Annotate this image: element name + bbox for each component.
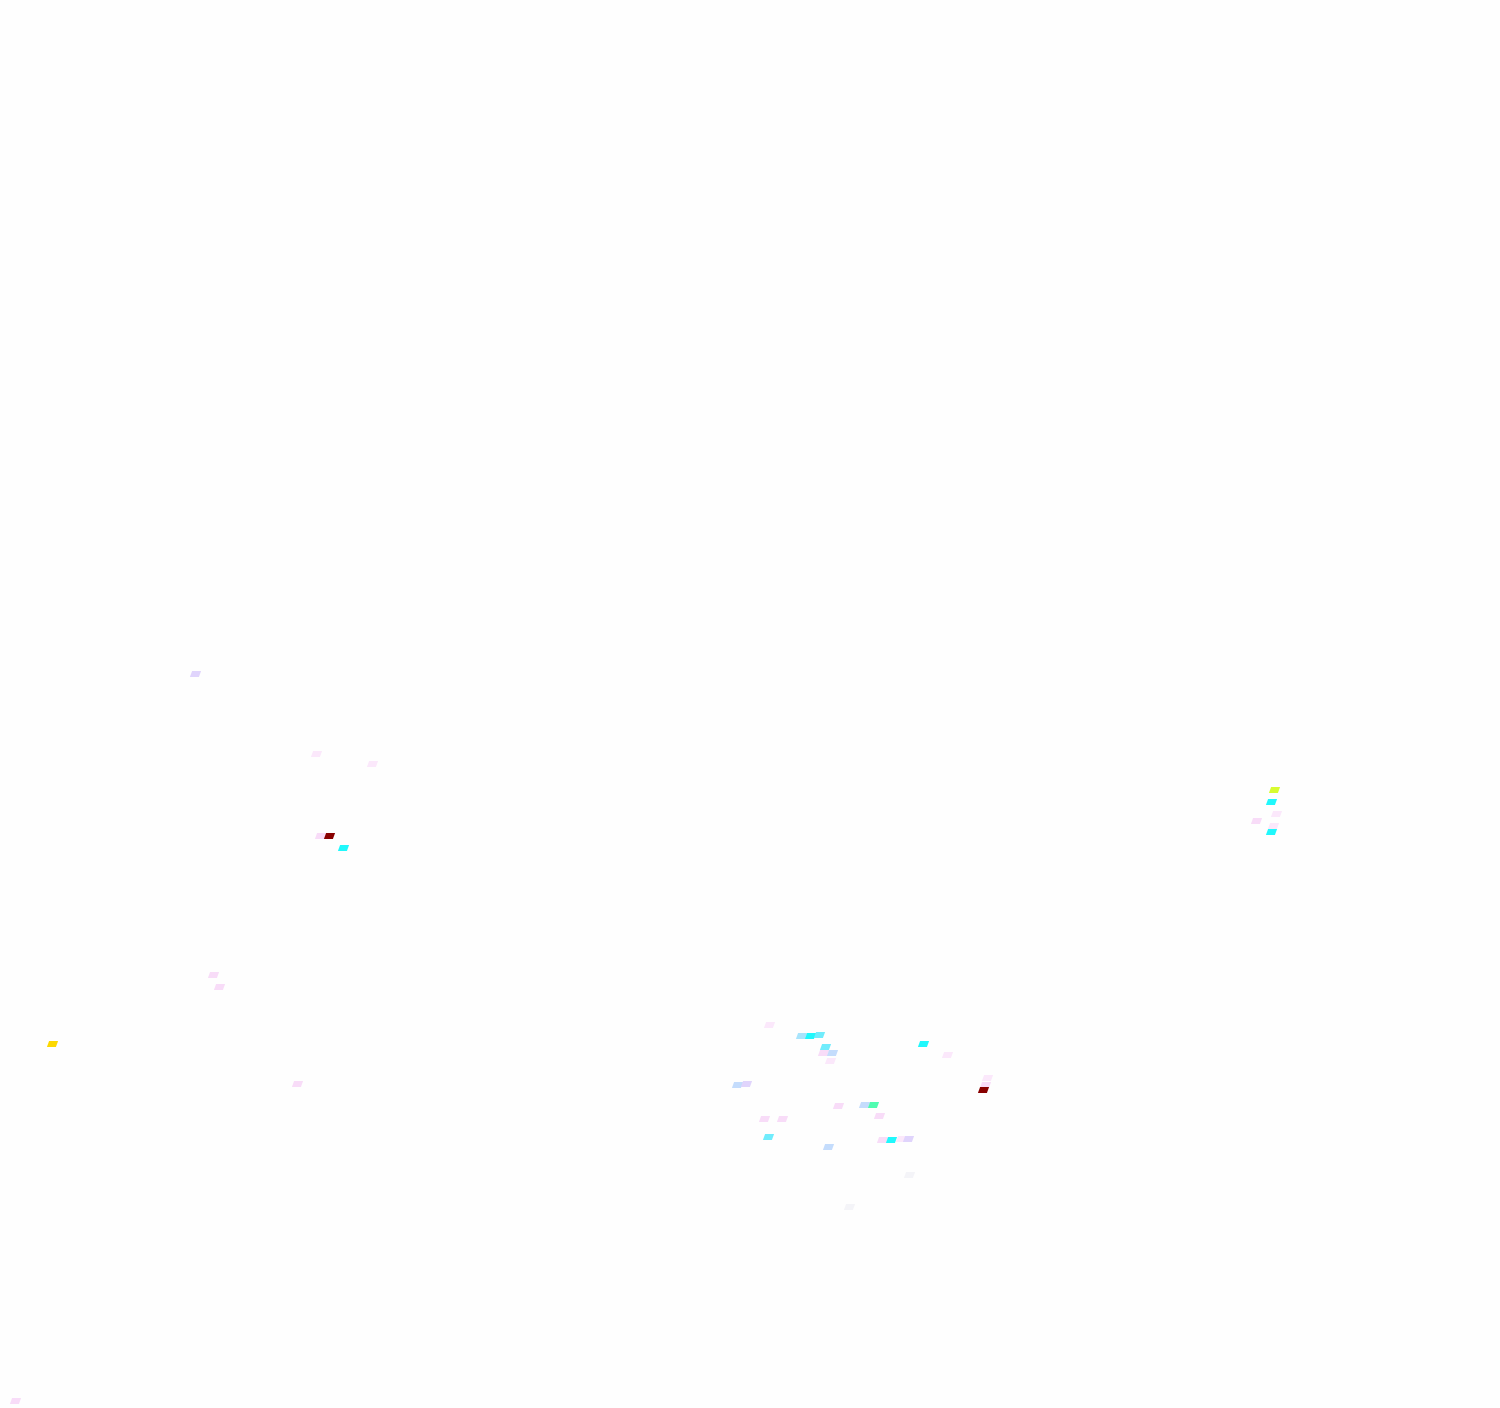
color-speck xyxy=(824,1058,837,1064)
color-speck xyxy=(758,1116,771,1122)
color-speck xyxy=(207,972,220,978)
color-speck xyxy=(813,1032,826,1038)
color-speck xyxy=(366,761,379,767)
color-speck xyxy=(291,1081,304,1087)
color-speck xyxy=(832,1103,845,1109)
color-speck xyxy=(1268,787,1281,793)
color-speck xyxy=(763,1022,776,1028)
color-speck xyxy=(323,833,336,839)
color-speck xyxy=(903,1172,916,1178)
color-speck xyxy=(902,1136,915,1142)
color-speck xyxy=(826,1050,839,1056)
color-speck xyxy=(873,1113,886,1119)
color-speck xyxy=(762,1134,775,1140)
color-speck xyxy=(776,1116,789,1122)
color-speck xyxy=(941,1052,954,1058)
color-speck xyxy=(310,751,323,757)
color-speck xyxy=(213,984,226,990)
color-speck xyxy=(9,1398,22,1404)
color-speck xyxy=(843,1204,856,1210)
color-speck xyxy=(1250,818,1263,824)
color-speck xyxy=(917,1041,930,1047)
color-speck xyxy=(1265,829,1278,835)
color-speck xyxy=(1270,811,1283,817)
color-speck xyxy=(1265,799,1278,805)
color-speck xyxy=(977,1087,990,1093)
color-speck xyxy=(189,671,202,677)
color-speck xyxy=(981,1075,994,1081)
color-speck xyxy=(740,1081,753,1087)
color-speck xyxy=(867,1102,880,1108)
color-speck xyxy=(822,1144,835,1150)
color-speck xyxy=(46,1041,59,1047)
color-speck xyxy=(337,845,350,851)
